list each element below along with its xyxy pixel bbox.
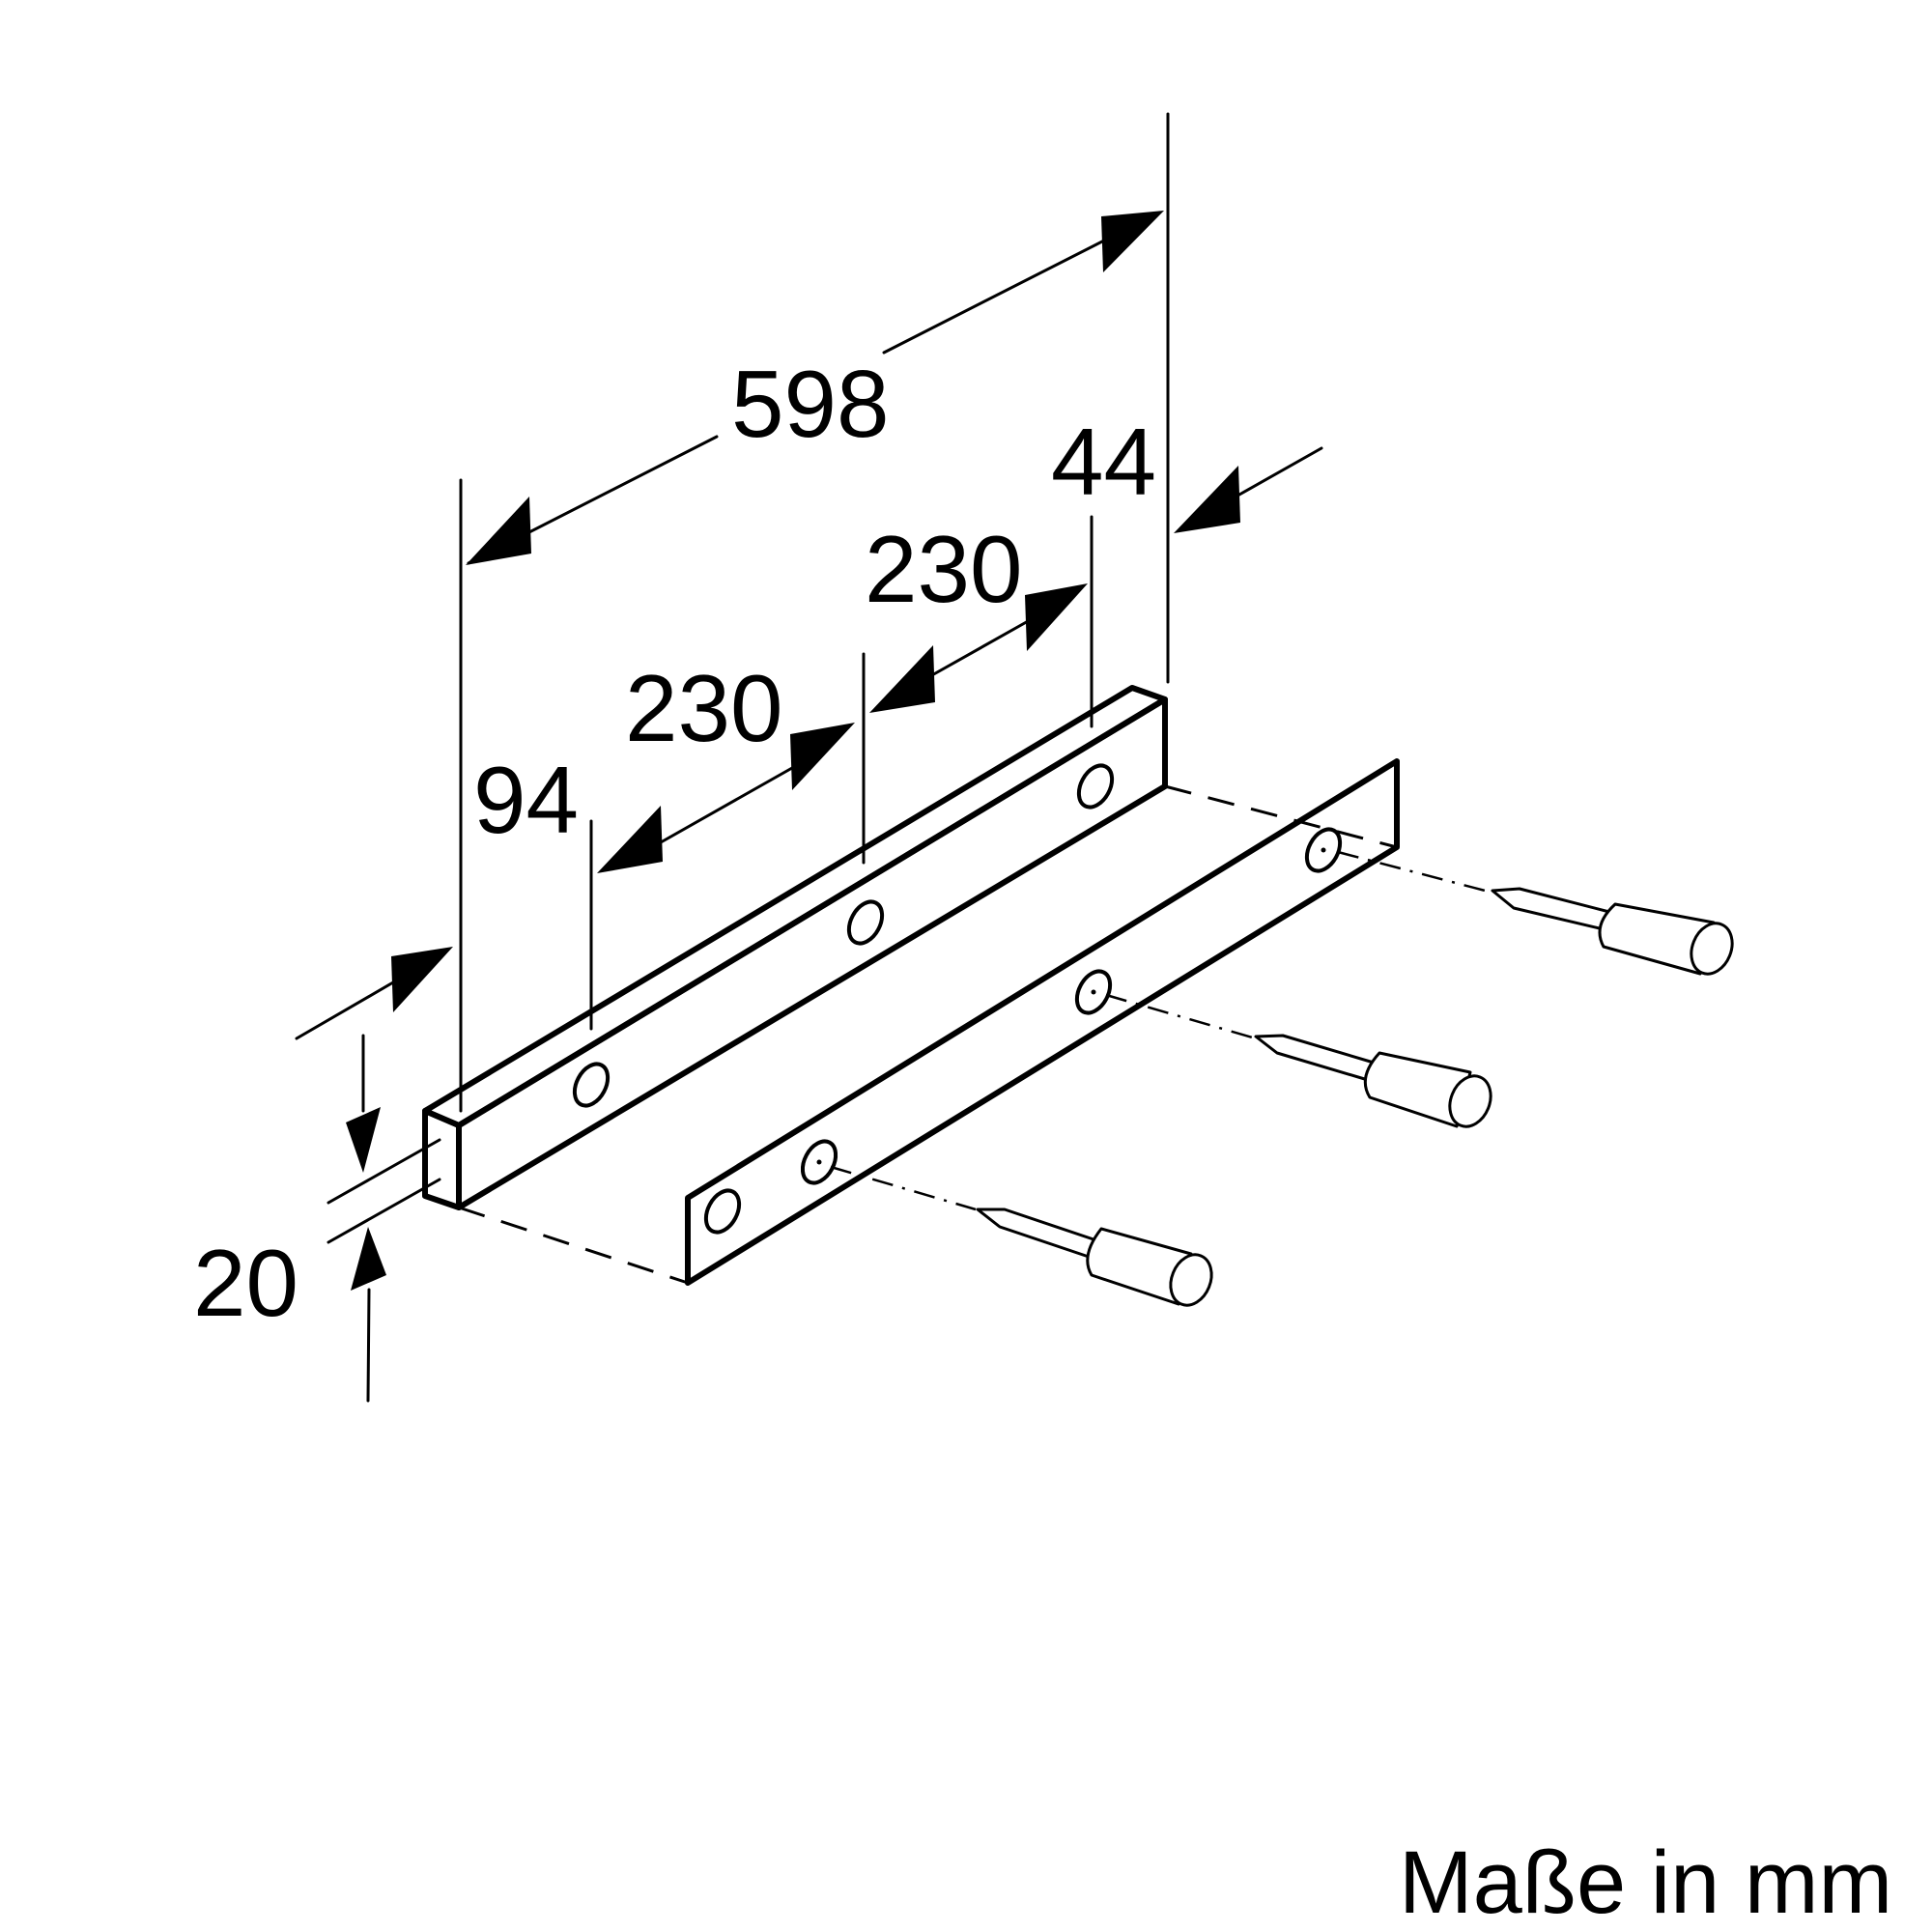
screw-1-icon	[976, 1208, 1213, 1307]
dimension-height: 20	[193, 1034, 441, 1403]
dimension-depth: 44	[1051, 409, 1323, 728]
connection-lines	[458, 784, 1398, 1285]
dimension-end-offset: 94	[295, 747, 579, 1040]
hole-1	[572, 1062, 611, 1108]
dimension-overall-length: 598	[459, 112, 1170, 1113]
arrow-94	[391, 947, 453, 1012]
arrow-44	[1174, 466, 1240, 533]
screw-axes	[830, 850, 1493, 1211]
label-20: 20	[193, 1230, 298, 1336]
arrow-230-lower-left	[597, 806, 663, 873]
unit-note: Maße in mm	[1399, 1833, 1892, 1932]
arrow-598-left	[466, 497, 531, 565]
label-94: 94	[473, 747, 579, 853]
label-230-upper: 230	[865, 516, 1023, 622]
dimension-hole-spacing-upper: 230	[862, 516, 1088, 865]
lower-bar	[685, 758, 1400, 1286]
hole-2	[846, 899, 885, 946]
label-44: 44	[1051, 409, 1156, 515]
hole-4	[703, 1188, 742, 1235]
arrow-20-up	[351, 1227, 386, 1291]
arrow-230-upper-right	[1025, 583, 1088, 651]
dimension-hole-spacing-lower: 230	[589, 655, 855, 1031]
screw-2-icon	[1254, 1034, 1492, 1128]
screw-3-icon	[1491, 887, 1734, 976]
arrow-230-upper-left	[869, 645, 935, 713]
arrow-230-lower-right	[790, 723, 855, 790]
label-230-lower: 230	[625, 655, 783, 761]
hole-3	[1076, 763, 1115, 810]
arrow-598-right	[1101, 211, 1164, 272]
label-598: 598	[731, 351, 890, 457]
lower-bar-holes	[703, 827, 1343, 1235]
arrow-20-down	[346, 1107, 381, 1173]
upper-rail-holes	[572, 763, 1115, 1108]
